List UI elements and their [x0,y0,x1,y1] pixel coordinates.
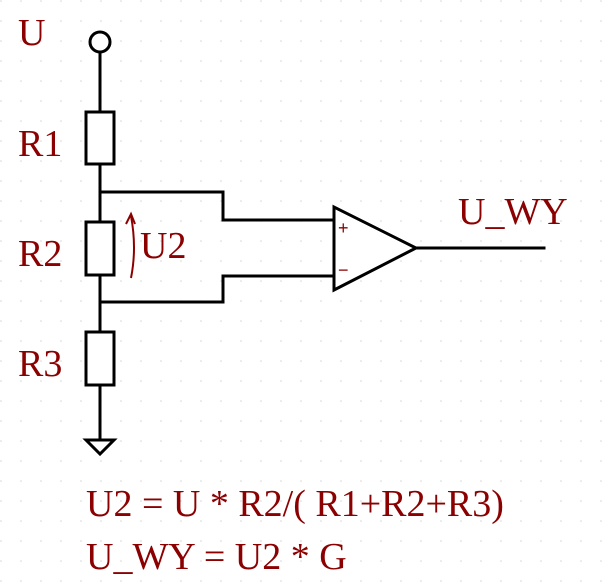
equation-uwy: U_WY = U2 * G [86,536,347,578]
voltage-arrowhead-icon [125,211,136,225]
minus-sign: − [338,260,349,280]
supply-terminal [88,30,112,54]
label-r1: R1 [18,123,62,165]
wire-to-minus-input [98,274,336,304]
ground-icon [82,438,118,457]
equation-u2: U2 = U * R2/( R1+R2+R3) [86,483,504,525]
label-r3: R3 [18,343,62,385]
resistor-r1 [84,110,116,166]
op-amp-icon [332,204,420,293]
label-output: U_WY [458,191,568,233]
voltage-arrow-icon [130,215,135,279]
label-supply: U [18,12,45,54]
plus-sign: + [338,218,349,238]
label-r2: R2 [18,233,62,275]
wire-to-plus-input [98,190,336,222]
label-u2: U2 [140,225,186,267]
resistor-r3 [84,330,116,387]
resistor-r2 [84,220,116,277]
